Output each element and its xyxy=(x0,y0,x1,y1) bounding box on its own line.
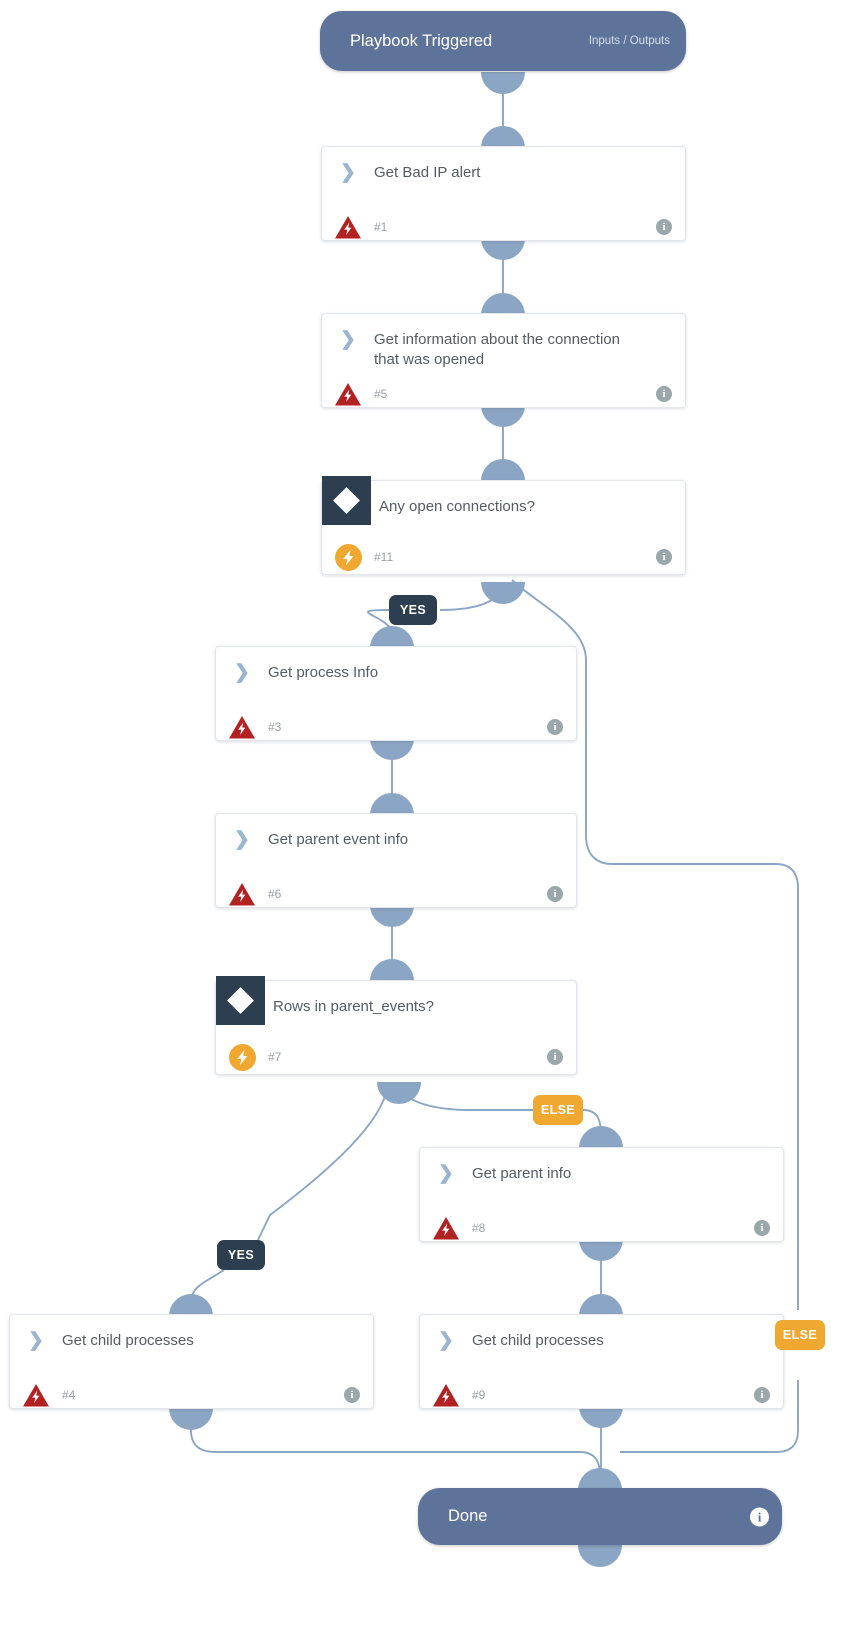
node-card-11[interactable]: Any open connections? #11 i xyxy=(321,476,686,577)
node-1-footer: #1 i xyxy=(322,207,685,247)
node-card-4[interactable]: ❯ Get child processes #4 i xyxy=(9,1314,374,1409)
bolt-circle-icon xyxy=(322,543,374,571)
node-11-footer: #11 i xyxy=(322,537,685,577)
info-icon[interactable]: i xyxy=(656,549,672,565)
node-9-title: Get child processes xyxy=(472,1332,604,1349)
node-7-title: Rows in parent_events? xyxy=(273,998,434,1015)
node-1-header: ❯ Get Bad IP alert xyxy=(322,147,685,207)
info-icon[interactable]: i xyxy=(547,886,563,902)
bolt-circle-icon xyxy=(216,1043,268,1071)
node-1-title: Get Bad IP alert xyxy=(374,164,481,181)
node-11-header: Any open connections? xyxy=(322,476,685,537)
node-7-id: #7 xyxy=(268,1050,282,1064)
warning-triangle-icon xyxy=(10,1383,62,1408)
info-icon[interactable]: i xyxy=(547,1049,563,1065)
node-3-header: ❯ Get process Info xyxy=(216,647,576,707)
warning-triangle-icon xyxy=(216,715,268,740)
node-card-5[interactable]: ❯ Get information about the connection t… xyxy=(321,313,686,408)
warning-triangle-icon xyxy=(420,1216,472,1241)
node-5-id: #5 xyxy=(374,387,388,401)
node-5-footer: #5 i xyxy=(322,374,685,414)
info-icon[interactable]: i xyxy=(754,1220,770,1236)
warning-triangle-icon xyxy=(322,382,374,407)
node-card-7[interactable]: Rows in parent_events? #7 i xyxy=(215,976,577,1077)
chevron-right-icon: ❯ xyxy=(340,329,356,350)
node-4-id: #4 xyxy=(62,1388,76,1402)
node-4-header: ❯ Get child processes xyxy=(10,1315,373,1375)
node-6-id: #6 xyxy=(268,887,282,901)
info-icon[interactable]: i xyxy=(750,1507,769,1526)
node-card-1[interactable]: ❯ Get Bad IP alert #1 i xyxy=(321,146,686,241)
node-4-title: Get child processes xyxy=(62,1332,194,1349)
chevron-right-icon: ❯ xyxy=(438,1330,454,1351)
node-3-id: #3 xyxy=(268,720,282,734)
start-node-label: Playbook Triggered xyxy=(350,31,493,50)
warning-triangle-icon xyxy=(420,1383,472,1408)
node-9-id: #9 xyxy=(472,1388,486,1402)
node-5-header: ❯ Get information about the connection t… xyxy=(322,314,685,374)
end-node-label: Done xyxy=(448,1507,488,1525)
decision-diamond-icon xyxy=(216,976,266,1025)
node-3-title: Get process Info xyxy=(268,664,379,681)
branch-label-else-from-11: ELSE xyxy=(775,1320,825,1350)
info-icon[interactable]: i xyxy=(656,219,672,235)
node-8-title: Get parent info xyxy=(472,1165,572,1182)
node-7-header: Rows in parent_events? xyxy=(216,976,576,1037)
node-7-footer: #7 i xyxy=(216,1037,576,1077)
node-9-footer: #9 i xyxy=(420,1375,783,1415)
node-3-footer: #3 i xyxy=(216,707,576,747)
chevron-right-icon: ❯ xyxy=(28,1330,44,1351)
node-8-header: ❯ Get parent info xyxy=(420,1148,783,1208)
node-11-title: Any open connections? xyxy=(379,498,535,515)
node-card-8[interactable]: ❯ Get parent info #8 i xyxy=(419,1147,784,1242)
info-icon[interactable]: i xyxy=(754,1387,770,1403)
end-node-done[interactable]: Done i xyxy=(418,1488,782,1545)
chevron-right-icon: ❯ xyxy=(234,662,250,683)
warning-triangle-icon xyxy=(322,215,374,240)
chevron-right-icon: ❯ xyxy=(340,162,356,183)
chevron-right-icon: ❯ xyxy=(438,1163,454,1184)
node-9-header: ❯ Get child processes xyxy=(420,1315,783,1375)
node-card-9[interactable]: ❯ Get child processes #9 i xyxy=(419,1314,784,1409)
node-1-id: #1 xyxy=(374,220,388,234)
start-node-inputs-outputs-link[interactable]: Inputs / Outputs xyxy=(588,35,670,47)
branch-label-yes-from-7: YES xyxy=(217,1240,265,1270)
decision-diamond-icon xyxy=(322,476,372,525)
node-6-header: ❯ Get parent event info xyxy=(216,814,576,874)
branch-label-else-from-7: ELSE xyxy=(533,1095,583,1125)
node-6-title: Get parent event info xyxy=(268,831,409,848)
node-5-title: Get information about the connection tha… xyxy=(374,331,620,369)
node-8-id: #8 xyxy=(472,1221,486,1235)
node-4-footer: #4 i xyxy=(10,1375,373,1415)
node-card-3[interactable]: ❯ Get process Info #3 i xyxy=(215,646,577,741)
start-node-playbook-triggered[interactable]: Playbook Triggered Inputs / Outputs xyxy=(320,11,686,71)
node-card-6[interactable]: ❯ Get parent event info #6 i xyxy=(215,813,577,908)
chevron-right-icon: ❯ xyxy=(234,829,250,850)
info-icon[interactable]: i xyxy=(656,386,672,402)
branch-label-yes-from-11: YES xyxy=(389,595,437,625)
info-icon[interactable]: i xyxy=(547,719,563,735)
warning-triangle-icon xyxy=(216,882,268,907)
node-11-id: #11 xyxy=(374,550,394,564)
node-8-footer: #8 i xyxy=(420,1208,783,1248)
info-icon[interactable]: i xyxy=(344,1387,360,1403)
node-6-footer: #6 i xyxy=(216,874,576,914)
